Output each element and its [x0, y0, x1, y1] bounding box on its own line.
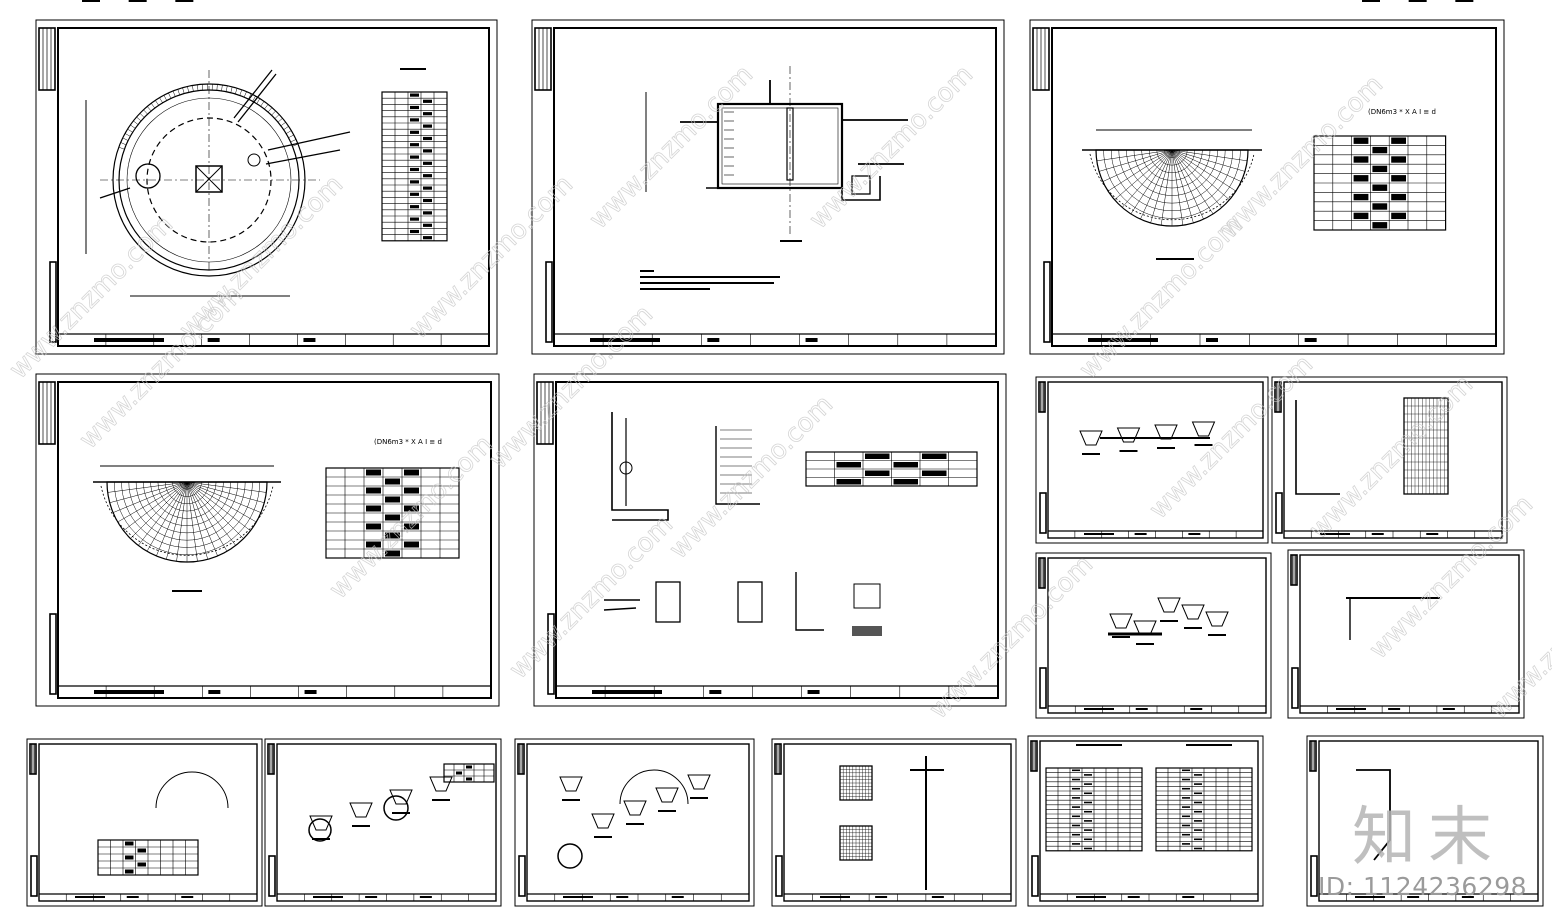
site-watermark: www.znzmo.com — [584, 60, 759, 235]
sheet-detail-small-4 — [1287, 549, 1525, 719]
sheet-tank-section — [531, 19, 1005, 355]
sheet-bottom-4 — [771, 738, 1017, 907]
bottom-slab-note: (DN6m3 * X A I ≡ d — [374, 438, 442, 446]
sheet-tank-plan — [35, 19, 498, 355]
sheet-detail-small-2 — [1271, 376, 1508, 544]
sheet-bottom-1 — [27, 0, 263, 907]
sheet-top-slab-reinforcement: (DN6m3 * X A I ≡ d — [1029, 19, 1505, 355]
sheet-bottom-3 — [514, 738, 755, 907]
site-watermark: www.znzmo.com — [1364, 490, 1539, 665]
sheet-bottom-slab-reinforcement: (DN6m3 * X A I ≡ d — [35, 373, 500, 707]
sheet-detail-small-3 — [1035, 552, 1272, 719]
site-watermark: www.znzmo.com — [1484, 550, 1552, 725]
site-watermark: www.znzmo.com — [504, 510, 679, 685]
sheet-wall-details — [533, 373, 1007, 707]
site-watermark: www.znzmo.com — [404, 170, 579, 345]
top-slab-note: (DN6m3 * X A I ≡ d — [1368, 108, 1436, 116]
site-watermark: www.znzmo.com — [804, 60, 979, 235]
site-watermark: www.znzmo.com — [924, 550, 1099, 725]
sheet-detail-small-1 — [1035, 376, 1269, 544]
image-id-label: ID: 1124236298 — [1318, 872, 1528, 901]
sheet-bottom-2 — [264, 738, 502, 907]
site-watermark: www.znzmo.com — [324, 430, 499, 605]
brand-watermark: 知末 — [1352, 801, 1504, 875]
site-watermark: www.znzmo.com — [174, 170, 349, 345]
site-watermark: www.znzmo.com — [1074, 210, 1249, 385]
site-watermark: www.znzmo.com — [484, 300, 659, 475]
sheet-bottom-5 — [1027, 735, 1264, 907]
site-watermark: www.znzmo.com — [1304, 370, 1479, 545]
sheet-bottom-6 — [1307, 0, 1544, 907]
